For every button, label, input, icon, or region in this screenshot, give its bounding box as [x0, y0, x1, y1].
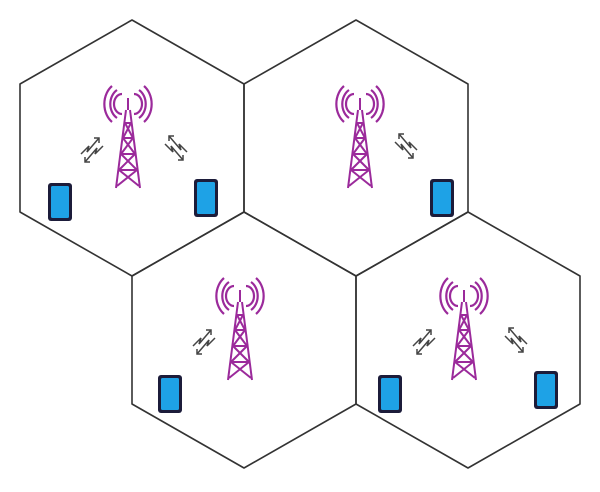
bidirectional-link-icon: [164, 135, 188, 161]
mobile-phone-icon: [378, 375, 402, 413]
bidirectional-link-icon: [504, 327, 528, 353]
cell-top-left-hexagon: [19, 19, 245, 277]
bidirectional-link-icon: [412, 329, 436, 355]
cell-tower-icon: [103, 84, 153, 190]
bidirectional-link-icon: [394, 133, 418, 159]
cell-tower-icon: [439, 276, 489, 382]
cell-bottom-right-hexagon: [355, 211, 581, 469]
bidirectional-link-icon: [192, 329, 216, 355]
cell-tower-icon: [215, 276, 265, 382]
cells-layer: [19, 19, 581, 469]
bidirectional-link-icon: [80, 137, 104, 163]
mobile-phone-icon: [48, 183, 72, 221]
cell-top-right-hexagon: [243, 19, 469, 277]
cell-bottom-left-hexagon: [131, 211, 357, 469]
mobile-phone-icon: [158, 375, 182, 413]
mobile-phone-icon: [194, 179, 218, 217]
mobile-phone-icon: [534, 371, 558, 409]
mobile-phone-icon: [430, 179, 454, 217]
items-layer: [48, 84, 558, 413]
cell-tower-icon: [335, 84, 385, 190]
